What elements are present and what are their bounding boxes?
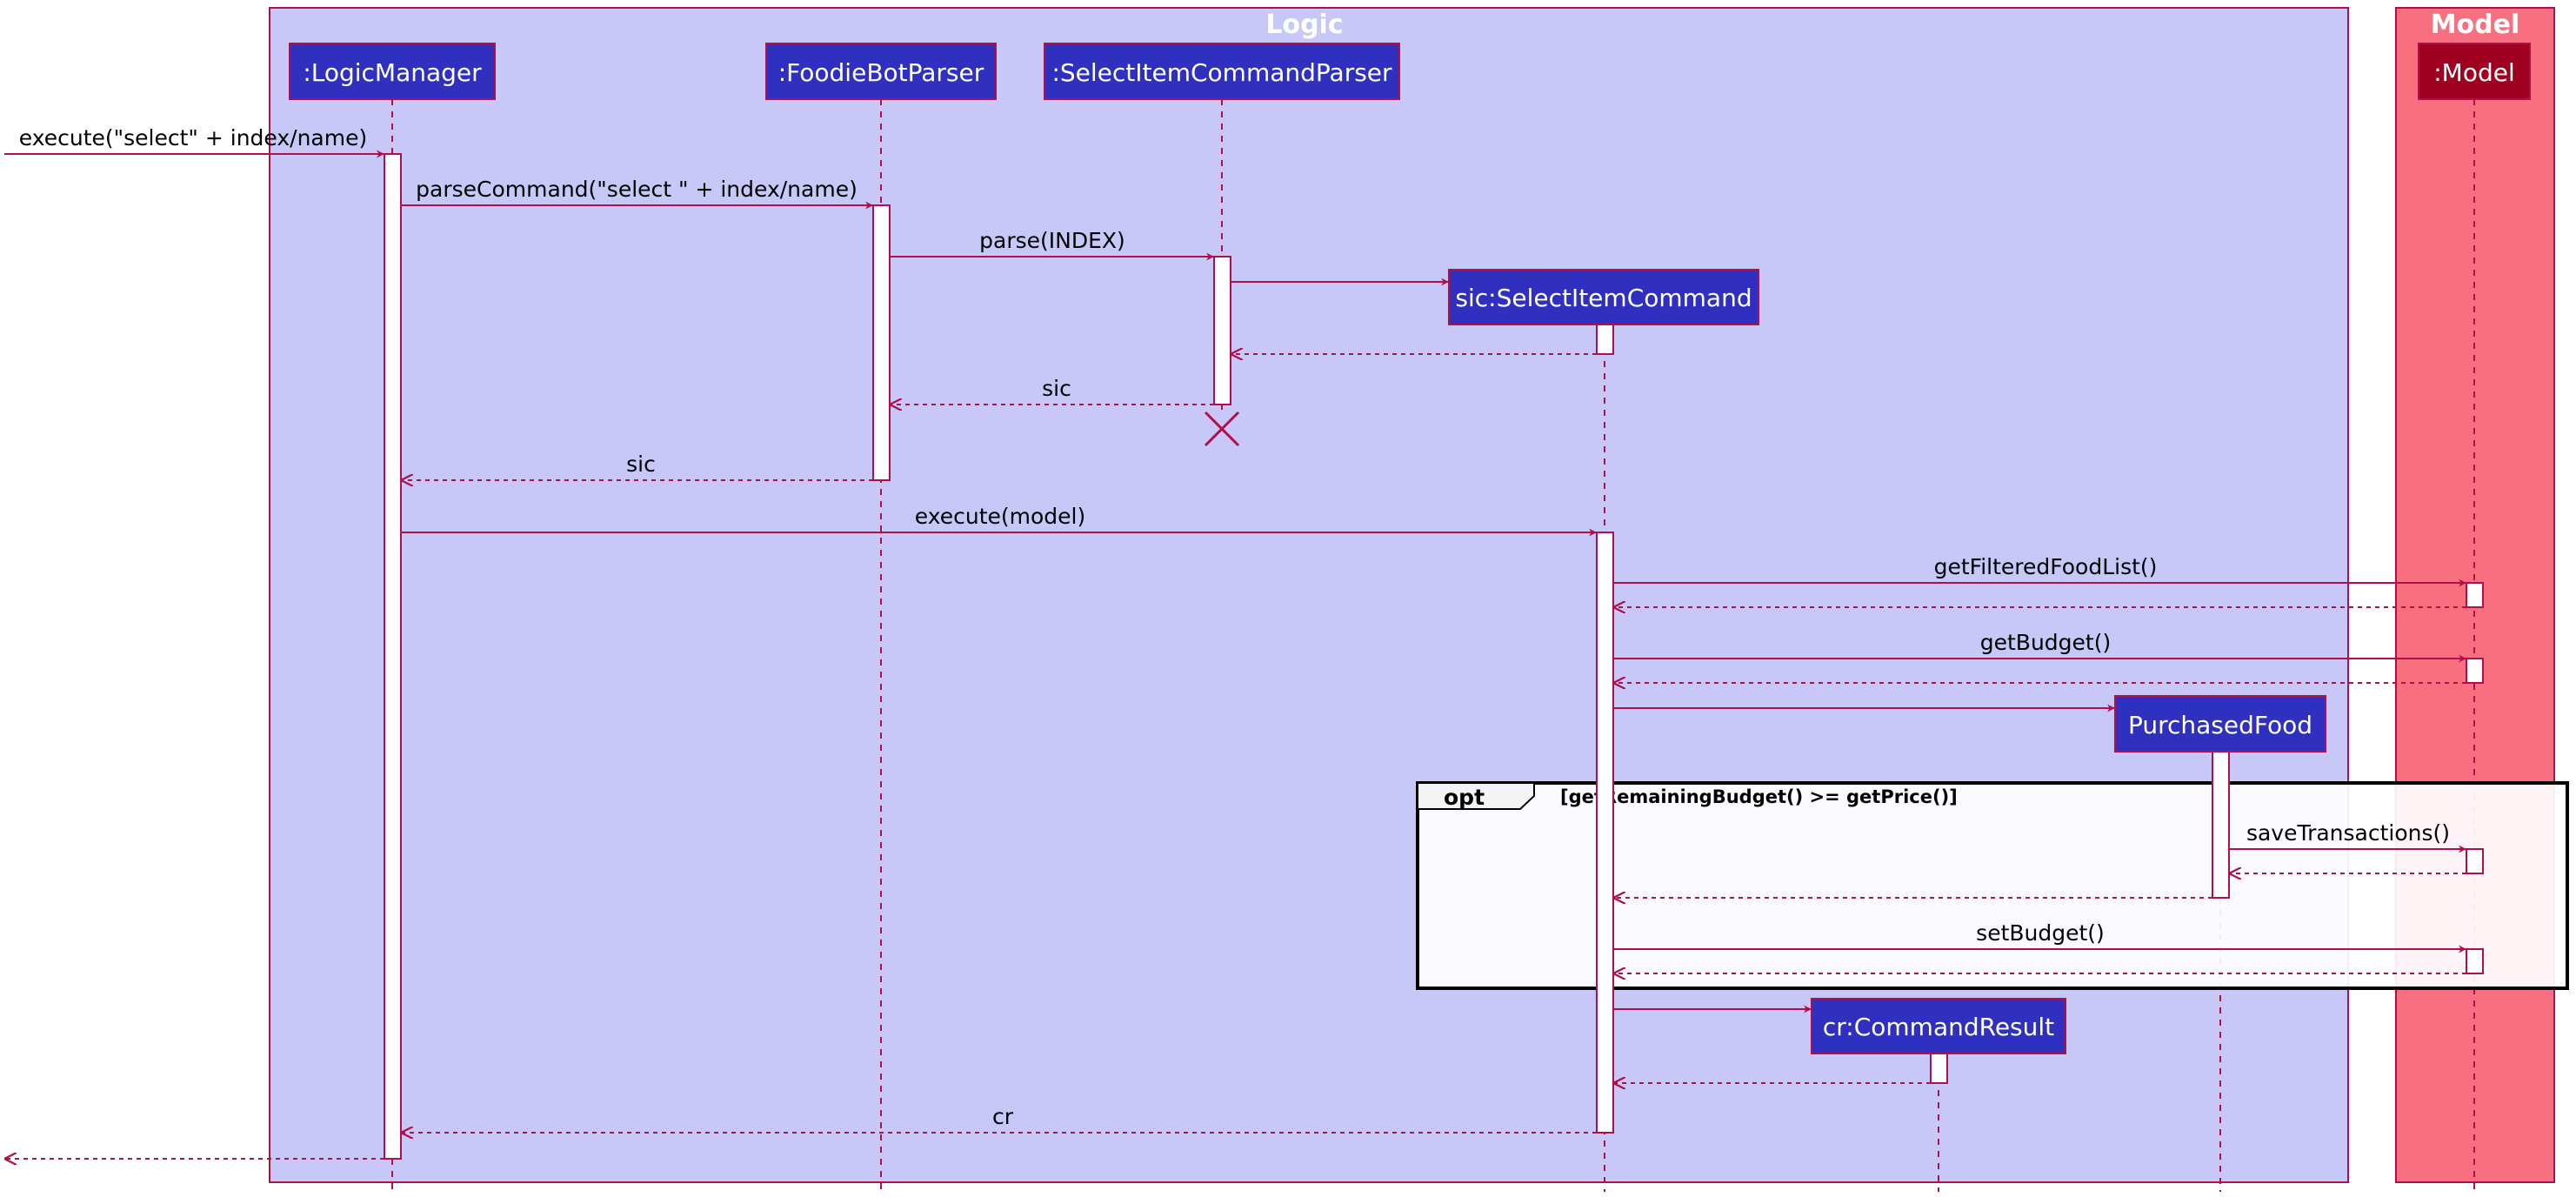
activations <box>384 153 2484 1160</box>
activation-command-result <box>1930 1053 1948 1084</box>
participant-select-item-command-parser: :SelectItemCommandParser <box>1044 43 1400 100</box>
activation-model-budget <box>2466 658 2484 684</box>
activation-select-item-command-execute <box>1596 532 1614 1134</box>
participant-label: :FoodieBotParser <box>778 58 984 87</box>
message-label: setBudget() <box>1976 920 2105 946</box>
participant-model: :Model <box>2418 43 2531 100</box>
participant-label: :SelectItemCommandParser <box>1051 58 1392 87</box>
participant-label: sic:SelectItemCommand <box>1455 284 1752 312</box>
message-label: saveTransactions() <box>2246 820 2450 846</box>
activation-model-filtered <box>2466 582 2484 608</box>
activation-model-set-budget <box>2466 948 2484 974</box>
participant-select-item-command: sic:SelectItemCommand <box>1448 269 1759 325</box>
activation-foodiebot-parser <box>872 204 891 481</box>
message-label: execute(model) <box>915 504 1085 529</box>
participant-purchased-food: PurchasedFood <box>2114 695 2326 752</box>
activation-model-save <box>2466 848 2484 874</box>
activation-select-item-command-creation <box>1596 324 1614 355</box>
model-box-title: Model <box>2431 10 2520 40</box>
message-label: cr <box>992 1104 1014 1129</box>
logic-box-title: Logic <box>1265 10 1343 40</box>
activation-select-item-command-parser <box>1213 256 1231 405</box>
messages: execute("select" + index/name) parseComma… <box>4 125 2466 1159</box>
activation-logic-manager <box>384 153 402 1160</box>
message-label: sic <box>626 452 656 477</box>
message-label: execute("select" + index/name) <box>19 125 367 150</box>
participant-label: cr:CommandResult <box>1823 1013 2054 1041</box>
message-label: sic <box>1042 376 1071 401</box>
participant-label: PurchasedFood <box>2128 711 2312 739</box>
message-label: parse(INDEX) <box>979 228 1125 253</box>
activation-purchased-food <box>2212 751 2230 899</box>
message-label: getFilteredFoodList() <box>1934 554 2158 579</box>
opt-guard: [getRemainingBudget() >= getPrice()] <box>1560 786 1958 807</box>
message-label: parseCommand("select " + index/name) <box>416 177 858 202</box>
message-label: getBudget() <box>1980 630 2111 655</box>
opt-operator: opt <box>1444 785 1485 810</box>
destroy-mark <box>1204 411 1240 447</box>
participant-logic-manager: :LogicManager <box>289 43 496 100</box>
opt-fragment: opt [getRemainingBudget() >= getPrice()] <box>1416 781 2569 990</box>
participant-label: :LogicManager <box>303 58 482 87</box>
participant-label: :Model <box>2433 58 2515 87</box>
participant-command-result: cr:CommandResult <box>1811 998 2066 1054</box>
participant-foodiebot-parser: :FoodieBotParser <box>765 43 997 100</box>
